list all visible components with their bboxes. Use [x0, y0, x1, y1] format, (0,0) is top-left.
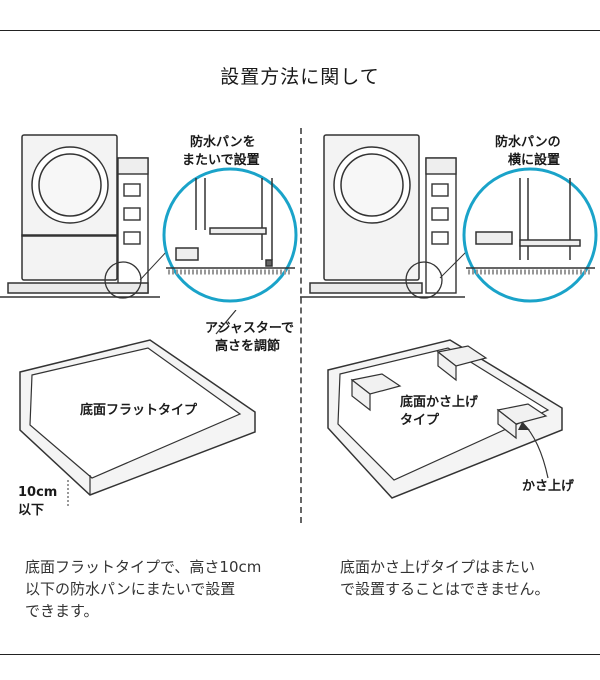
floor-line: [0, 282, 160, 298]
right-caption-line1: 底面かさ上げタイプはまたい: [340, 558, 536, 576]
raised-blocks: [350, 345, 548, 440]
floor-line-right: [300, 282, 465, 298]
zoom-circle-small-right: [405, 261, 443, 299]
left-callout-line2: またいで設置: [182, 152, 260, 168]
left-caption-line1: 底面フラットタイプで、高さ10cm: [25, 558, 262, 576]
left-caption-line2: 以下の防水パンにまたいで設置: [25, 580, 236, 598]
right-caption: 底面かさ上げタイプはまたい で設置することはできません。: [340, 556, 580, 600]
left-pan: 底面フラットタイプ アジャスターで 高さを調節 10cm 以下: [18, 310, 294, 518]
left-pan-label: 底面フラットタイプ: [80, 402, 198, 418]
raise-label: かさ上げ: [522, 478, 575, 494]
adjuster-line1: アジャスターで: [205, 321, 294, 336]
washing-machine-icon: [21, 134, 118, 281]
top-rule: [0, 30, 600, 31]
left-callout-line1: 防水パンを: [190, 134, 256, 150]
rack-icon-right: [425, 157, 457, 294]
right-pan-label-line2: タイプ: [400, 413, 440, 428]
right-pan: 底面かさ上げ タイプ かさ上げ: [327, 339, 575, 499]
right-callout-line2: 横に設置: [508, 152, 560, 168]
bottom-rule: [0, 654, 600, 655]
rack-icon: [117, 157, 149, 294]
right-callout-line1: 防水パンの: [495, 134, 561, 150]
detail-straddle: [166, 178, 295, 269]
washing-machine-icon-right: [323, 134, 420, 281]
adjuster-line2: 高さを調節: [215, 338, 280, 354]
height-line2: 以下: [18, 503, 44, 518]
left-caption-line3: できます。: [25, 602, 99, 620]
detail-beside: [466, 178, 595, 269]
zoom-circle-small: [104, 261, 142, 299]
height-line1: 10cm: [18, 485, 57, 500]
right-caption-line2: で設置することはできません。: [340, 580, 550, 598]
center-divider: [300, 128, 302, 523]
right-pan-label-line1: 底面かさ上げ: [400, 394, 479, 410]
left-caption: 底面フラットタイプで、高さ10cm 以下の防水パンにまたいで設置 できます。: [25, 556, 287, 622]
page-title: 設置方法に関して: [220, 66, 380, 88]
left-scene: 防水パンを またいで設置: [0, 134, 298, 303]
zoom-circle-detail: [162, 167, 298, 303]
right-scene: 防水パンの 横に設置: [300, 134, 598, 303]
